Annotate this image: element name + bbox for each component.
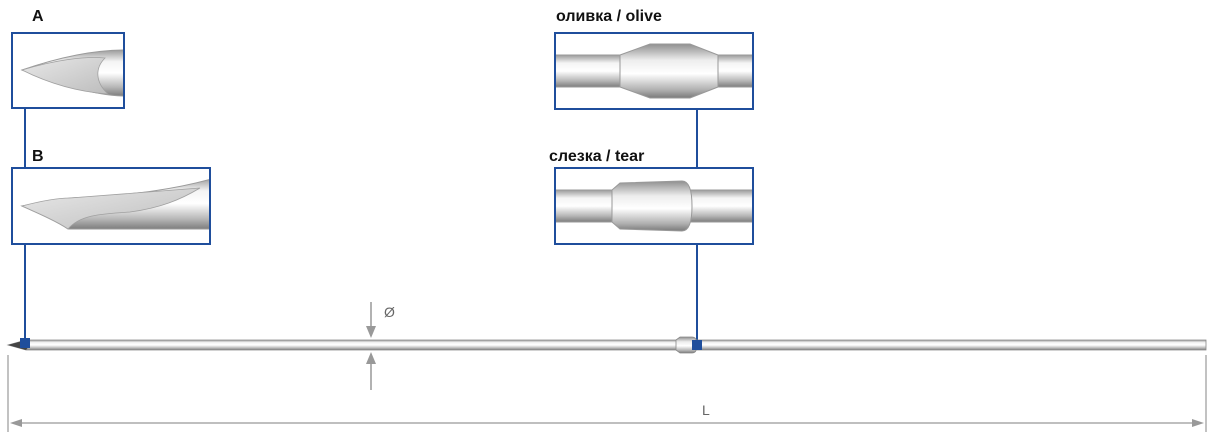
curved-needle-tip-icon [20,179,209,230]
tear-bulge-icon [556,180,752,232]
needle-shaft [6,336,1207,354]
olive-label: оливка / olive [556,8,662,25]
tear-inset [554,167,754,245]
diameter-dimension [366,302,376,390]
tip-marker [20,338,30,348]
length-label: L [702,402,710,418]
olive-bulge-icon [556,43,752,99]
length-dimension [7,355,1207,432]
bulge-marker [692,340,702,350]
tip-b-label: B [32,148,44,165]
beveled-needle-tip-icon [20,49,123,97]
tip-a-inset [11,32,125,109]
connector-lines [24,108,698,341]
olive-inset [554,32,754,110]
tip-a-label: A [32,8,44,25]
tear-label: слезка / tear [549,148,644,165]
tip-b-inset [11,167,211,245]
diameter-label: Ø [384,304,395,320]
